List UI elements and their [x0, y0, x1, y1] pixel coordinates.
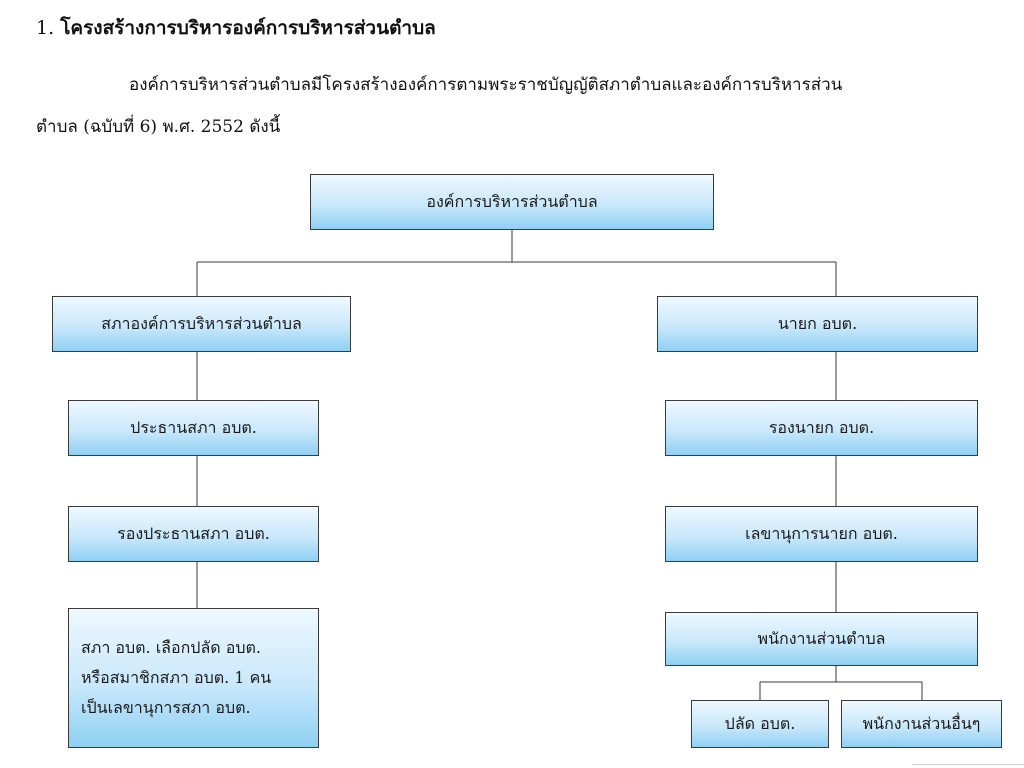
box-root-org: องค์การบริหารส่วนตำบล — [310, 174, 714, 230]
section-heading: 1. โครงสร้างการบริหารองค์การบริหารส่วนตำ… — [36, 14, 436, 42]
box-deputy-mayor: รองนายก อบต. — [665, 400, 978, 456]
box-council-chair: ประธานสภา อบต. — [68, 400, 319, 456]
box-mayor-secretary: เลขานุการนายก อบต. — [665, 506, 978, 562]
intro-line-2: ตำบล (ฉบับที่ 6) พ.ศ. 2552 ดังนี้ — [36, 117, 281, 137]
box-mayor: นายก อบต. — [657, 296, 978, 352]
box-council-vice-chair: รองประธานสภา อบต. — [68, 506, 319, 562]
intro-line-1: องค์การบริหารส่วนตำบลมีโครงสร้างองค์การต… — [129, 75, 843, 95]
box-palad: ปลัด อบต. — [691, 700, 829, 748]
note-line-1: สภา อบต. เลือกปลัด อบต. — [81, 638, 261, 657]
box-council: สภาองค์การบริหารส่วนตำบล — [52, 296, 351, 352]
corner-divider — [912, 764, 1024, 765]
box-other-staff: พนักงานส่วนอื่นๆ — [841, 700, 1002, 748]
box-staff: พนักงานส่วนตำบล — [665, 612, 978, 666]
note-line-3: เป็นเลขานุการสภา อบต. — [81, 698, 251, 717]
section-number: 1. — [36, 17, 55, 39]
section-title: โครงสร้างการบริหารองค์การบริหารส่วนตำบล — [60, 17, 436, 39]
box-council-secretary-note: สภา อบต. เลือกปลัด อบต. หรือสมาชิกสภา อบ… — [68, 608, 319, 748]
note-line-2: หรือสมาชิกสภา อบต. 1 คน — [81, 668, 272, 687]
intro-paragraph: องค์การบริหารส่วนตำบลมีโครงสร้างองค์การต… — [36, 64, 986, 148]
